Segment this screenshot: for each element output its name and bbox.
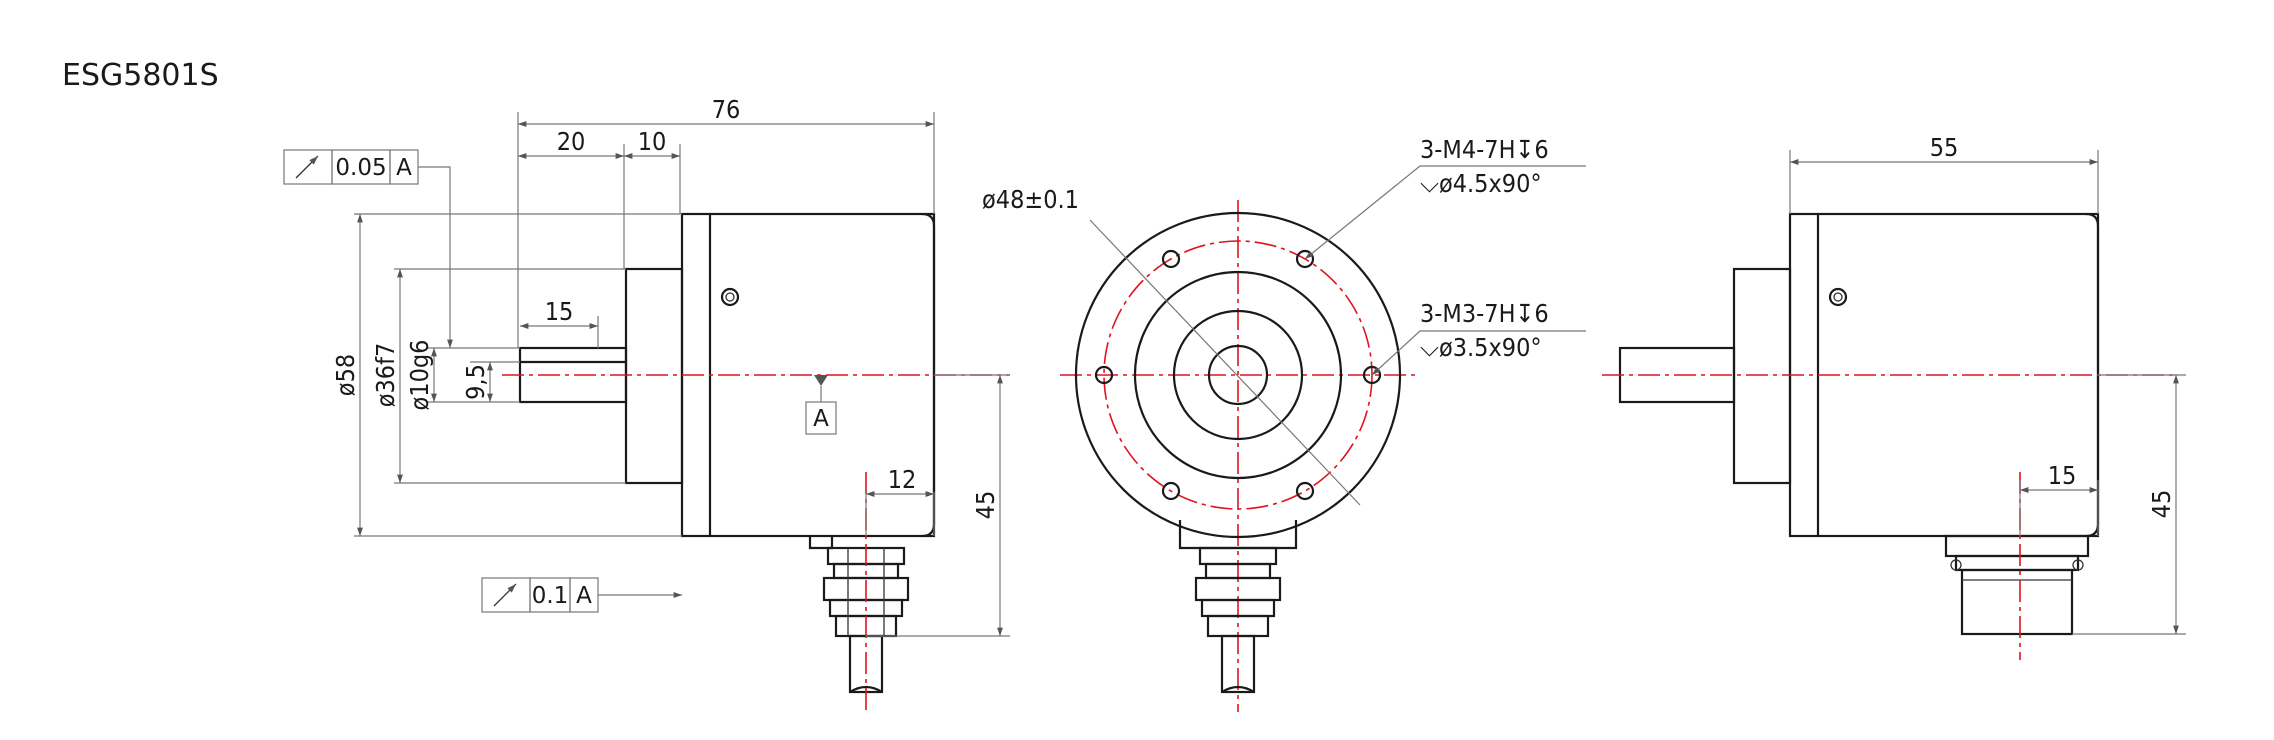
face-view: ø48±0.1 3-M4-7H↧6 ⌵ø4.5x90° 3-M3-7H↧6 ⌵ø… [982,135,1586,712]
inner-ring [1172,309,1304,441]
spigot [624,267,684,485]
m3-hole-icon [1094,365,1114,385]
dim-bolt-circle: ø48±0.1 [982,185,1079,214]
m4-spec-line1: 3-M4-7H↧6 [1420,135,1549,164]
dim-side-length: 55 [1930,133,1959,162]
dim-connector-offset: 12 [888,465,917,494]
runout-tolerance-bottom: 0.1 A [481,577,682,613]
drawing-title: ESG5801S [62,58,219,93]
m4-hole-icon [1161,249,1181,269]
cable-gland [1178,520,1298,694]
m3-hole-icon [1362,365,1382,385]
spigot [1732,267,1792,485]
m3-spec-line1: 3-M3-7H↧6 [1420,299,1549,328]
datum-marker: A [805,375,837,435]
spigot-circle [1133,270,1343,480]
m4-hole-icon [1295,249,1315,269]
dim-axis-to-cable: 45 [971,491,1000,520]
m3-spec-line2: ⌵ø3.5x90° [1420,333,1542,362]
runout-bottom-value: 0.1 [532,583,569,609]
connector [1944,534,2090,636]
runout-arrow-icon [295,155,319,179]
runout-tolerance-top: 0.05 A [283,149,453,348]
runout-arrow-icon [493,583,517,607]
dim-collar: 10 [638,127,667,156]
dim-overall-length: 76 [712,95,741,124]
front-view: 76 20 10 15 ø58 ø36f7 ø10g6 9,5 12 45 [283,95,1010,712]
m4-spec-line2: ⌵ø4.5x90° [1420,169,1542,198]
m4-hole-icon [1295,481,1315,501]
screw-inner [725,292,735,302]
dim-shaft-step: 20 [557,127,586,156]
dim-body-diameter: ø58 [331,354,360,396]
dim-shaft-diameter: ø10g6 [405,340,434,411]
shaft-circle [1207,344,1269,406]
screw-icon [720,287,740,307]
m4-hole-icon [1161,481,1181,501]
runout-top-value: 0.05 [335,155,386,181]
dim-spigot-diameter: ø36f7 [371,343,400,408]
cable-gland [808,536,910,694]
screw-inner [1833,292,1843,302]
dim-side-connector-offset: 15 [2048,461,2077,490]
dim-side-axis-to-connector: 45 [2147,490,2176,519]
screw-icon [1828,287,1848,307]
runout-top-datum: A [396,155,412,181]
datum-label: A [813,406,829,432]
side-view: 55 15 45 [1602,133,2186,660]
body-circle [1074,211,1402,539]
runout-bottom-datum: A [576,583,592,609]
dim-shaft-flat: 15 [545,297,574,326]
dim-flat-depth: 9,5 [461,364,490,400]
